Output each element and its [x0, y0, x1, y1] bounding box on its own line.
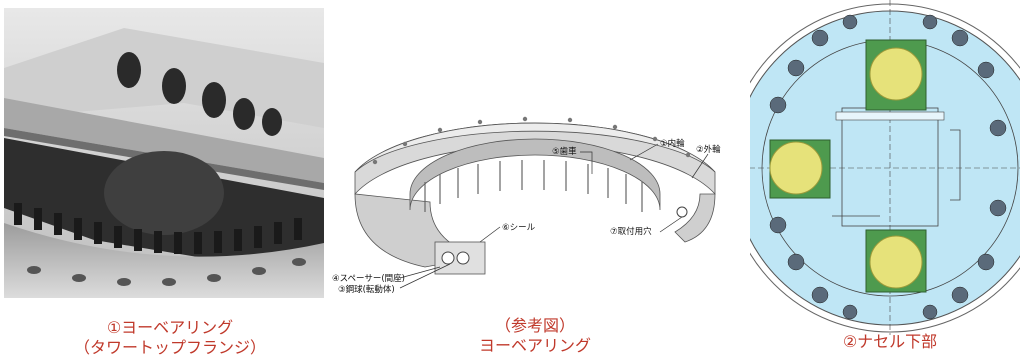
yaw-bearing-drawing: ①内輪 ②外輪 ⑤歯車 ⑦取付用穴 ⑥シール ④スペーサー(間座) ③鋼球(転動…: [330, 82, 742, 304]
label-outer-ring: ②外輪: [696, 144, 721, 155]
reference-caption: （参考図） ヨーベアリング: [440, 316, 630, 356]
nacelle-caption: ②ナセル下部: [842, 332, 938, 351]
reference-caption-line2: ヨーベアリング: [478, 336, 591, 355]
label-mount-hole: ⑦取付用穴: [610, 226, 652, 237]
photo-caption: ①ヨーベアリング （タワートップフランジ）: [40, 318, 300, 358]
reference-drawing: ①内輪 ②外輪 ⑤歯車 ⑦取付用穴 ⑥シール ④スペーサー(間座) ③鋼球(転動…: [330, 82, 742, 304]
photo-caption-line1: ①ヨーベアリング: [106, 318, 234, 337]
label-ball: ③鋼球(転動体): [338, 284, 395, 295]
photo-caption-line2: （タワートップフランジ）: [73, 338, 266, 357]
label-inner-ring: ①内輪: [660, 138, 685, 149]
label-spacer: ④スペーサー(間座): [332, 273, 405, 284]
label-gear: ⑤歯車: [552, 146, 577, 157]
yaw-bearing-photo: [4, 8, 324, 298]
nacelle-bottom-plan: [725, 0, 1020, 335]
nacelle-bottom-drawing: [725, 0, 1020, 335]
yaw-bearing-photo-image: [4, 8, 324, 298]
reference-caption-line1: （参考図）: [494, 316, 575, 335]
label-seal: ⑥シール: [502, 223, 536, 233]
